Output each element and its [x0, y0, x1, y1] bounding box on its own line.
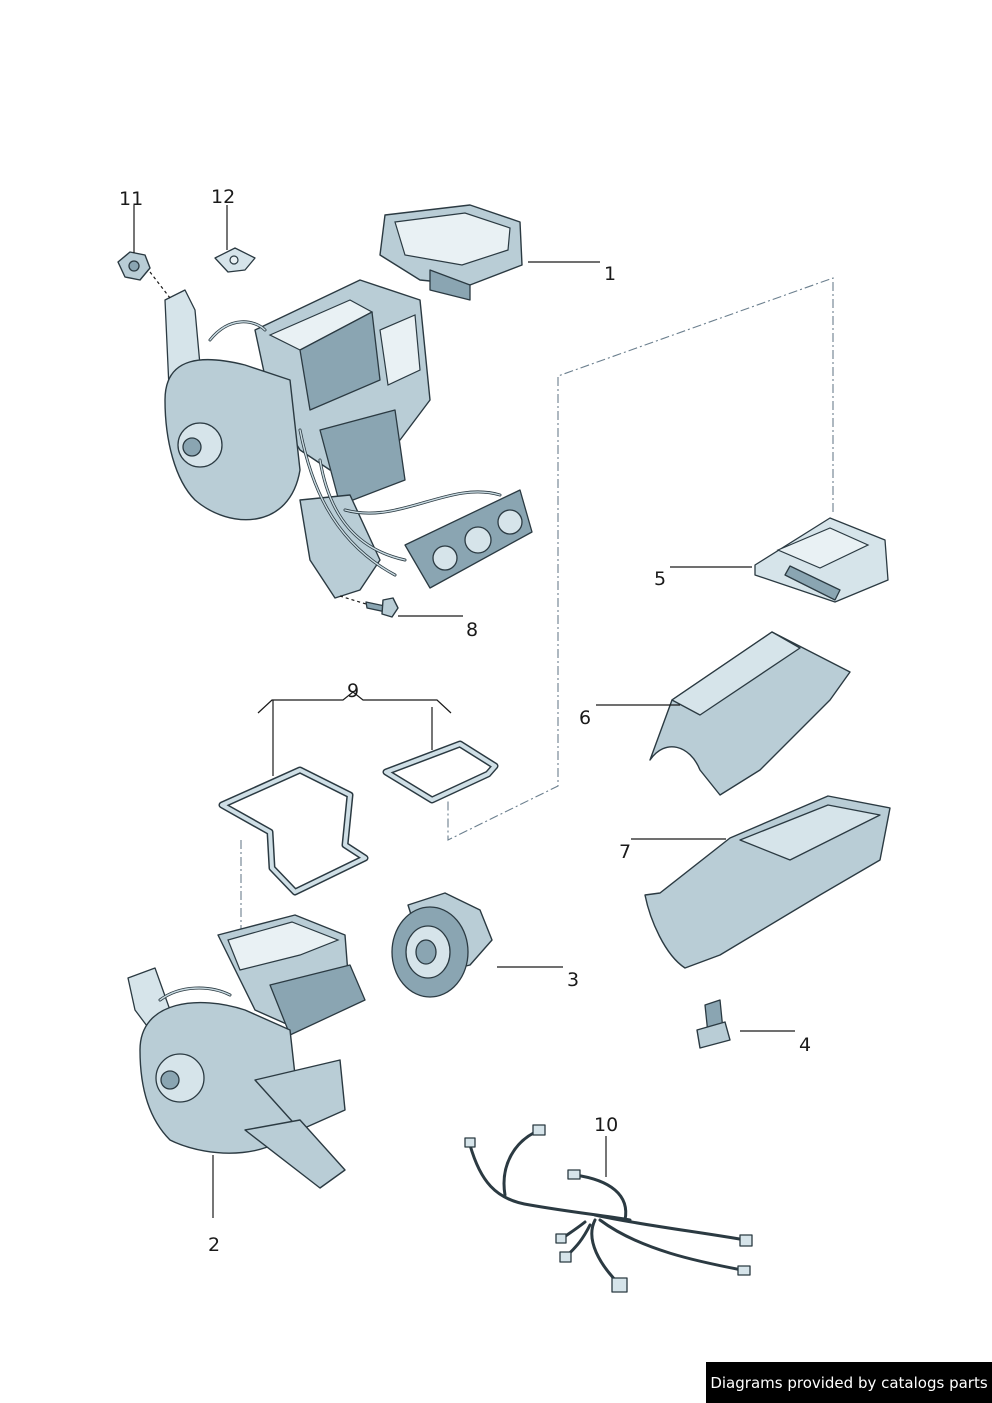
part-2-housing — [127, 914, 366, 1189]
label-part-11: 11 — [119, 188, 143, 210]
assembly-guide-lines — [240, 277, 834, 930]
label-part-1: 1 — [604, 263, 616, 285]
part-4-sensor — [696, 999, 731, 1049]
label-part-8: 8 — [466, 619, 478, 641]
label-part-10: 10 — [594, 1114, 618, 1136]
part-12-clip — [214, 247, 256, 273]
part-5-outlet-frame — [754, 517, 889, 603]
part-10-wiring-harness — [464, 1124, 753, 1293]
part-9-seals — [218, 740, 499, 896]
label-part-2: 2 — [208, 1234, 220, 1256]
label-part-12: 12 — [211, 186, 235, 208]
part-7-lower-duct — [644, 795, 891, 969]
label-part-3: 3 — [567, 969, 579, 991]
part-6-upper-duct — [649, 631, 851, 796]
label-part-9: 9 — [347, 680, 359, 702]
part-number-labels: 1 11 12 8 9 3 2 5 6 7 4 10 — [119, 186, 811, 1256]
label-part-4: 4 — [799, 1034, 811, 1056]
label-part-5: 5 — [654, 568, 666, 590]
label-part-6: 6 — [579, 707, 591, 729]
label-part-7: 7 — [619, 841, 631, 863]
part-1-heater-unit — [164, 204, 533, 599]
part-3-blower-motor — [391, 892, 493, 998]
part-11-nut — [117, 251, 171, 299]
credit-text: Diagrams provided by catalogs parts — [710, 1373, 988, 1392]
credit-banner: Diagrams provided by catalogs parts — [706, 1362, 992, 1403]
part-8-screw — [339, 595, 399, 618]
leader-lines — [133, 205, 795, 1218]
